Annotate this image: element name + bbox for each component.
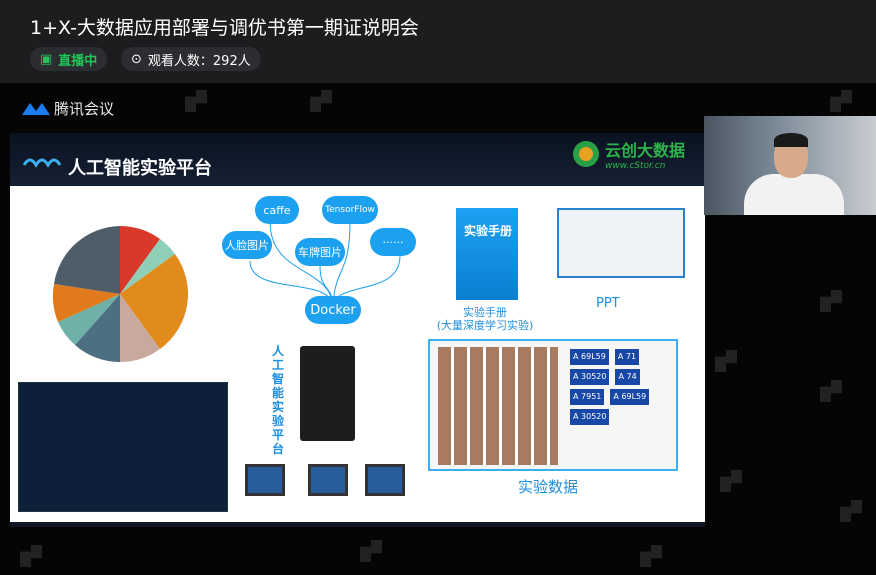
- watermark-icon: [310, 90, 332, 112]
- server-label: 人工智能实验平台: [272, 344, 285, 456]
- dashboard-screenshot: [18, 382, 228, 512]
- cloud-caffe: caffe: [255, 196, 299, 224]
- watermark-icon: [830, 90, 852, 112]
- speaker-hair: [774, 133, 808, 147]
- monitor-icon: [365, 464, 405, 496]
- live-label: 直播中: [58, 53, 98, 69]
- manual-caption: 实验手册(大量深度学习实验): [430, 306, 540, 332]
- plate-image: A 74: [615, 369, 640, 385]
- plate-image: A 69L59: [570, 349, 609, 365]
- manual-caption-sub: (大量深度学习实验): [436, 319, 534, 332]
- viewer-count: ⊙ 观看人数：292人: [121, 47, 261, 71]
- face-image-grid: [438, 347, 558, 465]
- tencent-meeting-icon: [22, 102, 50, 115]
- cloud-plate-images: 车牌图片: [295, 238, 345, 266]
- cloud-tensorflow: TensorFlow: [322, 196, 378, 224]
- pie-chart-image: [52, 226, 189, 362]
- viewers-label: 观看人数：292人: [147, 53, 251, 69]
- monitor-icon: [308, 464, 348, 496]
- plate-image: A 30520: [570, 369, 610, 385]
- watermark-icon: [20, 545, 42, 567]
- tencent-meeting-logo: 腾讯会议: [22, 98, 114, 119]
- watermark-icon: [840, 500, 862, 522]
- watermark-icon: [720, 470, 742, 492]
- dataset-caption: 实验数据: [518, 478, 579, 496]
- ppt-caption: PPT: [596, 296, 620, 311]
- video-camera-icon: ▣: [40, 51, 53, 67]
- manual-cover-title: 实验手册: [464, 224, 513, 238]
- slide-title: 人工智能实验平台: [68, 158, 212, 179]
- monitor-icon: [245, 464, 285, 496]
- watermark-icon: [715, 350, 737, 372]
- slide-content: caffe TensorFlow 人脸图片 车牌图片 ······ Docker…: [10, 186, 705, 522]
- watermark-icon: [640, 545, 662, 567]
- top-bar: 1+X-大数据应用部署与调优书第一期证说明会 ▣ 直播中 ⊙ 观看人数：292人: [0, 0, 876, 83]
- watermark-icon: [185, 90, 207, 112]
- plate-image: A 71: [614, 349, 640, 365]
- ppt-preview: [557, 208, 685, 278]
- wave-icon: [22, 158, 62, 168]
- meeting-title: 1+X-大数据应用部署与调优书第一期证说明会: [30, 17, 419, 39]
- dataset-preview: A 69L59 A 71 A 30520 A 74 A 7951 A 69L59…: [428, 339, 678, 471]
- cstor-logo-icon: [572, 141, 599, 167]
- plate-image: A 7951: [570, 389, 605, 405]
- logo-url: www.cStor.cn: [604, 161, 666, 171]
- plate-image: A 30520: [570, 409, 610, 425]
- manual-caption-title: 实验手册: [463, 306, 507, 319]
- watermark-icon: [820, 380, 842, 402]
- plate-image: A 69L59: [610, 389, 650, 405]
- connector-lines: [249, 220, 401, 307]
- plate-image-list: A 69L59 A 71 A 30520 A 74 A 7951 A 69L59…: [570, 349, 670, 425]
- speaker-body: [744, 174, 844, 215]
- brand-label: 腾讯会议: [54, 100, 115, 118]
- cloud-more: ······: [370, 228, 416, 256]
- live-badge: ▣ 直播中: [30, 47, 108, 71]
- watermark-icon: [820, 290, 842, 312]
- logo-name: 云创大数据: [604, 141, 685, 160]
- speaker-video[interactable]: [704, 116, 876, 215]
- play-circle-icon: ⊙: [131, 51, 142, 67]
- server-rack-image: [300, 346, 355, 441]
- cloud-face-images: 人脸图片: [222, 231, 272, 259]
- watermark-icon: [360, 540, 382, 562]
- manual-cover: 实验手册: [456, 208, 518, 300]
